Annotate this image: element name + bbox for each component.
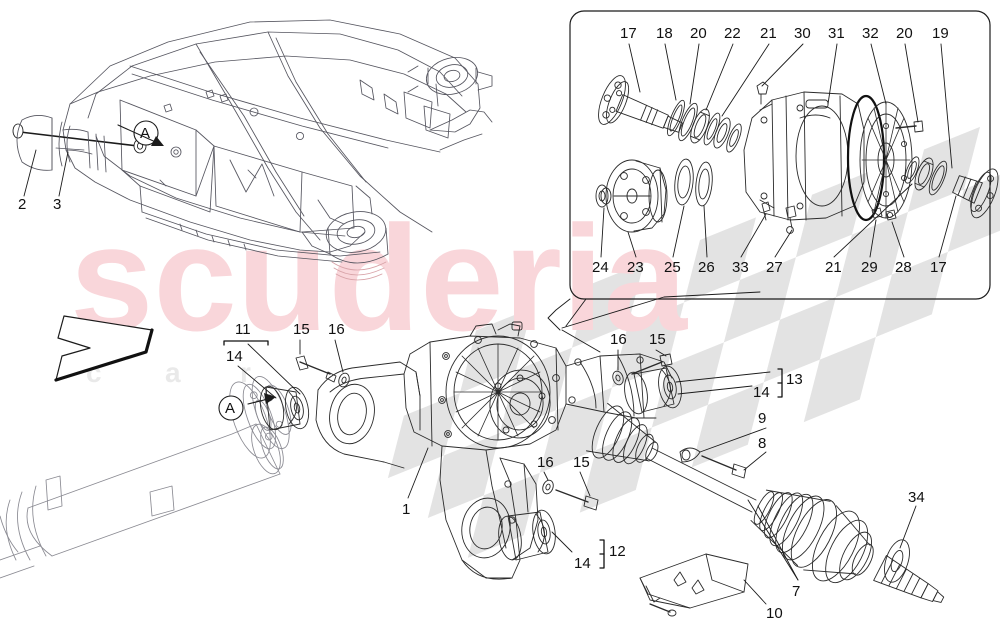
callout-32-inset-top: 32 (862, 25, 879, 42)
differential-pedestal-bracket (439, 445, 539, 580)
grouping-brackets (223, 340, 783, 569)
callout-3: 3 (53, 196, 62, 213)
bushing-right (624, 365, 682, 415)
callout-27-inset-bottom: 27 (766, 259, 783, 276)
detail-marker-letter-subframe: A (140, 125, 151, 142)
bushing-bottom (498, 509, 556, 561)
callout-14-right: 14 (753, 384, 770, 401)
bushing-left (259, 385, 310, 431)
callout-9: 9 (758, 410, 767, 427)
callout-8: 8 (758, 435, 767, 452)
washer-34 (884, 539, 910, 583)
callout-21-inset-top: 21 (760, 25, 777, 42)
callout-17-inset-bottom: 17 (930, 259, 947, 276)
callout-20-inset-top: 20 (690, 25, 707, 42)
detail-marker-circles (117, 120, 276, 421)
callout-7: 7 (792, 583, 801, 600)
callout-23-inset-bottom: 23 (627, 259, 644, 276)
callout-29-inset-bottom: 29 (861, 259, 878, 276)
callout-26-inset-bottom: 26 (698, 259, 715, 276)
callout-15-top-left: 15 (293, 321, 310, 338)
drive-shaft-right (645, 447, 945, 603)
inset-housing (743, 91, 865, 234)
callout-16-top-left: 16 (328, 321, 345, 338)
callout-31-inset-top: 31 (828, 25, 845, 42)
callout-16-top-right: 16 (610, 331, 627, 348)
heat-shield (639, 553, 749, 617)
propeller-shaft (0, 376, 292, 579)
callout-2: 2 (18, 196, 27, 213)
callout-12: 12 (609, 543, 626, 560)
callout-20b-inset-top: 20 (896, 25, 913, 42)
callout-24-inset-bottom: 24 (592, 259, 609, 276)
callout-19-inset-top: 19 (932, 25, 949, 42)
brand-watermark-sub-a: a (165, 357, 181, 388)
callout-13: 13 (786, 371, 803, 388)
fastener-group (295, 353, 747, 511)
callout-15-top-right: 15 (649, 331, 666, 348)
callout-30-inset-top: 30 (794, 25, 811, 42)
callout-21-inset-bottom: 21 (825, 259, 842, 276)
view-direction-arrow (54, 315, 154, 382)
inset-leader-lines (547, 291, 761, 353)
callout-1: 1 (402, 501, 411, 518)
callout-17-inset-top: 17 (620, 25, 637, 42)
inset-frame (569, 10, 991, 300)
differential-left-arm (315, 361, 421, 469)
callout-14-top: 14 (226, 348, 243, 365)
cv-joint-inner-right (586, 402, 659, 465)
callout-22-inset-top: 22 (724, 25, 741, 42)
callout-34: 34 (908, 489, 925, 506)
callout-leaders (23, 43, 957, 605)
rear-subframe-assembly (12, 19, 493, 281)
inset-carrier (605, 159, 668, 233)
differential-internals (595, 75, 999, 234)
callout-18-inset-top: 18 (656, 25, 673, 42)
differential-housing (403, 321, 673, 451)
callout-28-inset-bottom: 28 (895, 259, 912, 276)
brand-watermark: scuderia (70, 194, 689, 362)
inset-cover (859, 101, 913, 219)
callout-16-bottom: 16 (537, 454, 554, 471)
callout-11: 11 (235, 321, 251, 338)
detail-marker-letter-bushing: A (225, 400, 236, 417)
callout-14-bottom: 14 (574, 555, 591, 572)
callout-25-inset-bottom: 25 (664, 259, 681, 276)
callout-10: 10 (766, 605, 783, 622)
callout-15-bottom: 15 (573, 454, 590, 471)
differential-assembly (259, 321, 945, 617)
callout-33-inset-bottom: 33 (732, 259, 749, 276)
